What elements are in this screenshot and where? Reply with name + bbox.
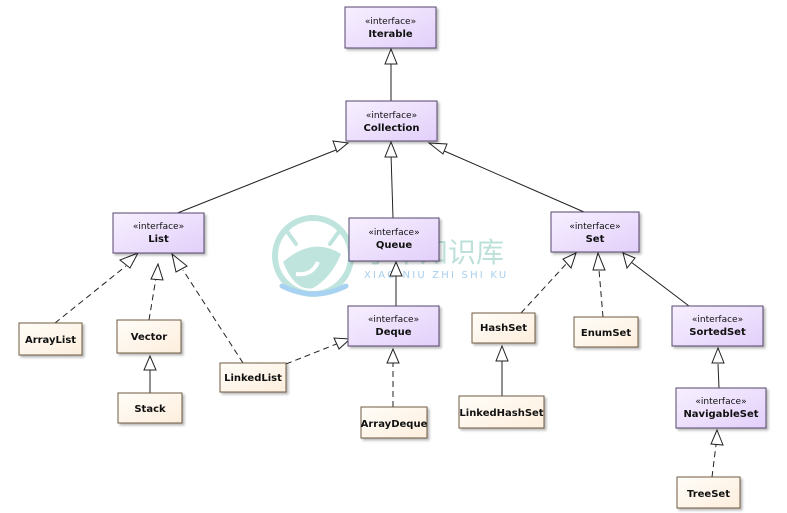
edge-linkedlist-deque (285, 342, 340, 365)
arrowhead-set-from-enumset (592, 251, 606, 271)
arrowhead-collection-from-queue (384, 140, 398, 158)
edge-arraylist-list (54, 265, 127, 324)
arrowhead-list-from-arraylist (119, 252, 140, 269)
node-deque[interactable]: «interface» Deque (347, 305, 440, 347)
arrowhead-navigableset-from-treeset (710, 428, 724, 446)
arrowhead-collection-from-list (332, 140, 350, 153)
node-navigableset-stereotype: «interface» (695, 397, 746, 407)
edge-set-collection (441, 149, 585, 213)
node-arraylist-name: ArrayList (25, 335, 76, 346)
node-set-name: Set (586, 234, 605, 245)
arrowhead-sortedset-from-navigableset (711, 346, 725, 364)
node-set[interactable]: «interface» Set (550, 211, 640, 253)
node-arraydeque-name: ArrayDeque (361, 419, 428, 430)
node-sortedset[interactable]: «interface» SortedSet (671, 305, 764, 347)
node-arraylist[interactable]: ArrayList (18, 322, 83, 356)
node-deque-stereotype: «interface» (368, 315, 419, 325)
arrowhead-hashset-from-linkedhashset (495, 344, 509, 362)
node-list-name: List (148, 234, 169, 245)
edge-queue-collection (390, 153, 394, 219)
edge-enumset-set (598, 269, 604, 318)
node-vector-name: Vector (131, 332, 168, 343)
node-collection-name: Collection (364, 123, 420, 134)
node-linkedhashset-name: LinkedHashSet (459, 408, 543, 419)
node-enumset-name: EnumSet (581, 328, 631, 339)
arrowhead-deque-from-linkedlist (333, 337, 352, 350)
arrowhead-iterable (384, 47, 398, 65)
node-navigableset-name: NavigableSet (683, 409, 758, 420)
node-iterable-name: Iterable (368, 29, 413, 40)
arrowhead-queue-from-deque (389, 260, 403, 277)
edge-linkedlist-list (182, 269, 244, 364)
watermark: 小牛知识库 XIAO NIU ZHI SHI KU (272, 215, 508, 297)
node-linkedhashset[interactable]: LinkedHashSet (458, 395, 545, 429)
edge-treeset-navigableset (711, 444, 717, 478)
node-arraydeque[interactable]: ArrayDeque (360, 406, 428, 439)
node-queue-stereotype: «interface» (368, 228, 419, 238)
watermark-logo-icon (272, 215, 354, 297)
node-collection[interactable]: «interface» Collection (345, 100, 438, 142)
arrowhead-vector-from-stack (143, 354, 157, 371)
edges (54, 63, 720, 478)
node-navigableset[interactable]: «interface» NavigableSet (675, 387, 767, 429)
node-treeset-name: TreeSet (687, 489, 730, 500)
node-iterable-stereotype: «interface» (365, 17, 416, 27)
node-vector[interactable]: Vector (116, 319, 182, 354)
node-queue[interactable]: «interface» Queue (348, 217, 440, 262)
arrowhead-list-from-linkedlist (171, 252, 188, 273)
edge-list-collection (174, 147, 342, 215)
edge-sortedset-set (630, 261, 690, 307)
node-sortedset-name: SortedSet (689, 327, 746, 338)
node-treeset[interactable]: TreeSet (676, 476, 741, 509)
node-deque-name: Deque (375, 327, 411, 338)
edge-navigableset-sortedset (717, 363, 720, 389)
node-linkedlist[interactable]: LinkedList (219, 362, 287, 393)
node-hashset-name: HashSet (480, 323, 527, 334)
node-queue-name: Queue (376, 240, 413, 251)
node-stack[interactable]: Stack (117, 392, 183, 424)
arrowheads (119, 47, 725, 446)
edge-hashset-set (520, 261, 569, 314)
node-hashset[interactable]: HashSet (471, 312, 536, 344)
arrowhead-collection-from-set (427, 142, 448, 155)
node-list[interactable]: «interface» List (112, 212, 205, 254)
node-enumset[interactable]: EnumSet (573, 316, 639, 348)
arrowhead-set-from-hashset (562, 252, 577, 269)
watermark-subtitle: XIAO NIU ZHI SHI KU (364, 270, 508, 281)
arrowhead-deque-from-arraydeque (386, 347, 400, 364)
node-linkedlist-name: LinkedList (224, 373, 282, 384)
node-stack-name: Stack (134, 404, 166, 415)
edge-vector-list (148, 277, 157, 321)
arrowhead-set-from-sortedset (622, 252, 636, 270)
node-set-stereotype: «interface» (569, 222, 620, 232)
node-iterable[interactable]: «interface» Iterable (344, 6, 437, 49)
node-sortedset-stereotype: «interface» (692, 315, 743, 325)
node-collection-stereotype: «interface» (366, 111, 417, 121)
arrowhead-list-from-vector (150, 262, 164, 281)
node-list-stereotype: «interface» (133, 222, 184, 232)
